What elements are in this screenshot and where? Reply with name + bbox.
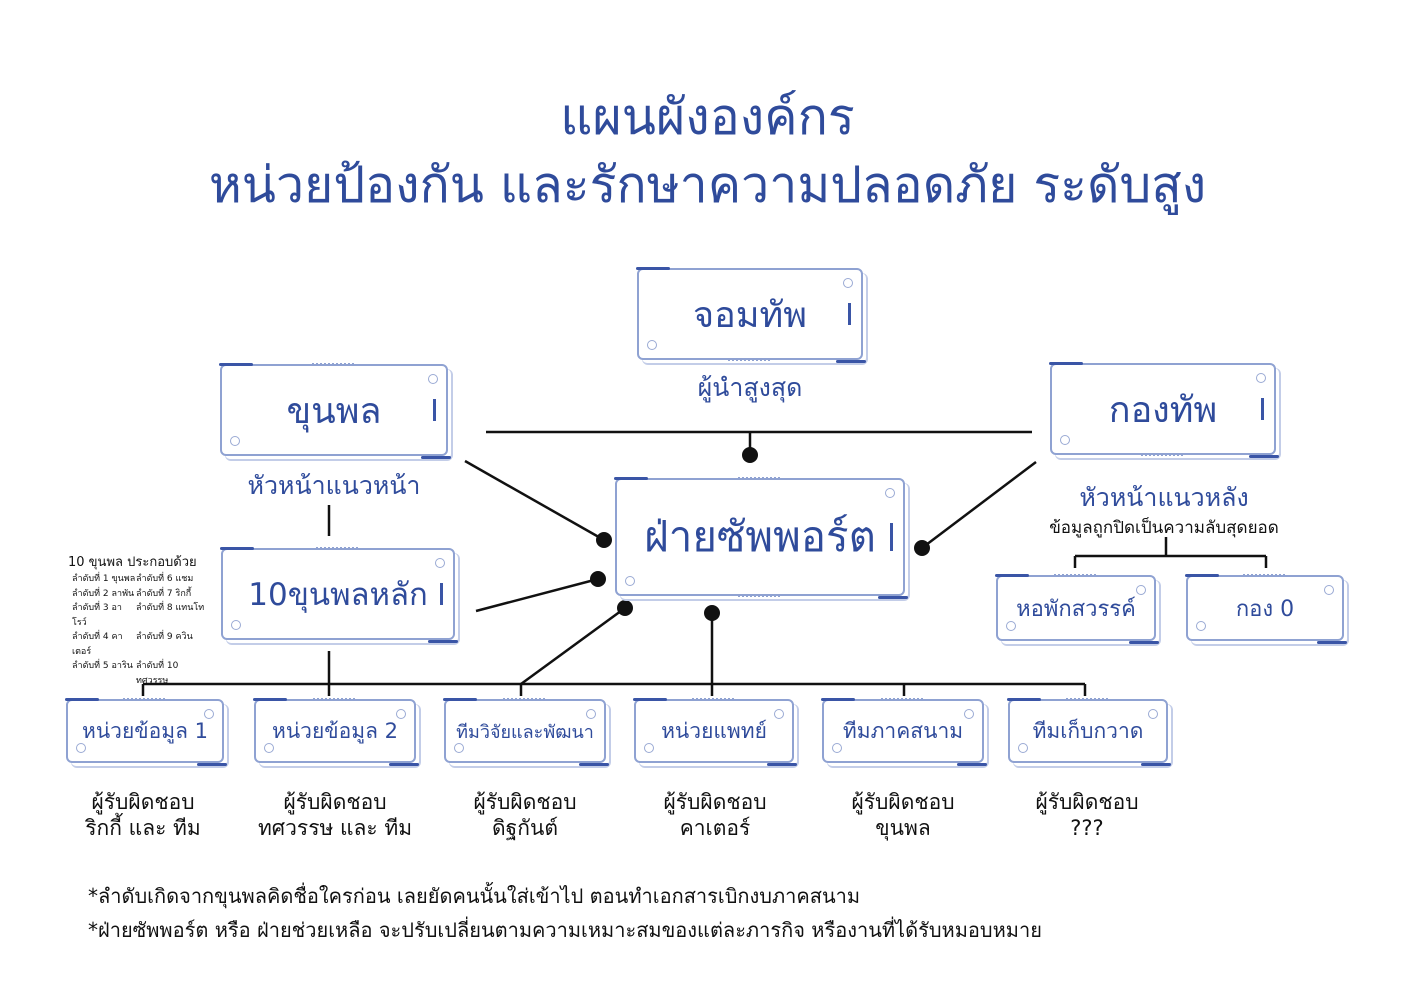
link-support-rnd — [520, 606, 626, 686]
member-entry: ลำดับที่ 10 ทศวรรษ — [136, 661, 179, 686]
unit-label: หน่วยแพทย์ — [661, 718, 767, 743]
unit-responsible: ผู้รับผิดชอบคาเตอร์ — [630, 789, 800, 841]
node-leader-label: จอมทัพ — [693, 294, 807, 336]
unit-responsible: ผู้รับผิดชอบขุนพล — [818, 789, 988, 841]
node-rearguard-role: หัวหน้าแนวหลัง — [1079, 483, 1249, 512]
unit-box: ทีมเก็บกวาด — [1007, 698, 1171, 766]
member-entry: ลำดับที่ 9 ควิน — [136, 632, 193, 642]
node-frontline-label: ขุนพล — [286, 390, 382, 432]
unit-responsible-name: ดิฐกันต์ — [492, 816, 558, 840]
member-entry: ลำดับที่ 4 คาเตอร์ — [72, 632, 123, 657]
member-entry: ลำดับที่ 7 ริกกี้ — [136, 588, 192, 599]
connector-dot — [914, 540, 930, 556]
unit-label: ทีมเก็บกวาด — [1032, 718, 1144, 743]
unit-box: ทีมภาคสนาม — [821, 698, 987, 766]
unit-responsible-name: ??? — [1070, 816, 1104, 840]
unit-box: หน่วยข้อมูล 1 — [65, 698, 227, 766]
member-entry: ลำดับที่ 1 ขุนพล — [72, 574, 136, 584]
node-ten-generals-label: 10ขุนพลหลัก — [248, 577, 428, 613]
link-generals-support — [475, 577, 599, 613]
unit-responsible-name: ริกกี้ และ ทีม — [85, 816, 201, 840]
unit-responsible: ผู้รับผิดชอบทศวรรษ และ ทีม — [250, 789, 420, 841]
link-rearguard-support — [921, 461, 1037, 549]
connector-dot — [590, 571, 606, 587]
footnote-2: *ฝ่ายซัพพอร์ต หรือ ฝ่ายช่วยเหลือ จะปรับเ… — [88, 918, 1042, 942]
unit-box: หน่วยข้อมูล 2 — [253, 698, 419, 766]
node-ten-generals: 10ขุนพลหลัก — [220, 547, 458, 643]
unit-responsible-heading: ผู้รับผิดชอบ — [663, 790, 767, 814]
connector-dot — [704, 605, 720, 621]
unit-box: หน่วยแพทย์ — [633, 698, 797, 766]
node-heaven-hall: หอพักสวรรค์ — [995, 574, 1159, 644]
members-list: ลำดับที่ 1 ขุนพลลำดับที่ 6 แชมลำดับที่ 2… — [72, 572, 212, 688]
connector-dot — [742, 447, 758, 463]
node-heaven-hall-label: หอพักสวรรค์ — [1016, 596, 1136, 622]
connector-dot — [617, 600, 633, 616]
node-leader-role: ผู้นำสูงสุด — [697, 373, 803, 402]
member-entry: ลำดับที่ 8 แทนโท — [136, 603, 205, 613]
unit-responsible-heading: ผู้รับผิดชอบ — [851, 790, 955, 814]
members-heading: 10 ขุนพล ประกอบด้วย — [68, 555, 197, 570]
node-rearguard-label: กองทัพ — [1108, 389, 1218, 431]
connector-dot — [596, 532, 612, 548]
footnote-1: *ลำดับเกิดจากขุนพลคิดชื่อใครก่อน เลยยัดค… — [88, 884, 861, 908]
unit-responsible: ผู้รับผิดชอบดิฐกันต์ — [440, 789, 610, 841]
unit-responsible: ผู้รับผิดชอบริกกี้ และ ทีม — [58, 789, 228, 841]
node-frontline-role: หัวหน้าแนวหน้า — [247, 471, 421, 500]
node-frontline: ขุนพล — [219, 363, 451, 459]
member-entry: ลำดับที่ 2 ลาพัน — [72, 588, 135, 599]
unit-label: ทีมวิจัยและพัฒนา — [456, 721, 594, 743]
unit-label: ทีมภาคสนาม — [842, 718, 964, 743]
unit-responsible-heading: ผู้รับผิดชอบ — [473, 790, 577, 814]
link-frontline-support — [464, 459, 605, 542]
node-support-label: ฝ่ายซัพพอร์ต — [644, 512, 876, 561]
unit-responsible-name: ขุนพล — [875, 816, 931, 840]
member-entry: ลำดับที่ 5 อาริน — [72, 661, 133, 671]
chart-title-line-2: หน่วยป้องกัน และรักษาความปลอดภัย ระดับสู… — [208, 156, 1207, 214]
unit-responsible-name: ทศวรรษ และ ทีม — [257, 816, 413, 840]
unit-label: หน่วยข้อมูล 1 — [81, 718, 208, 743]
unit-responsible-name: คาเตอร์ — [679, 816, 751, 840]
unit-responsible: ผู้รับผิดชอบ??? — [1002, 789, 1172, 841]
node-unit-zero: กอง 0 — [1185, 574, 1347, 644]
member-entry: ลำดับที่ 6 แชม — [136, 574, 194, 584]
node-leader: จอมทัพ — [636, 267, 866, 363]
unit-responsible-heading: ผู้รับผิดชอบ — [283, 790, 387, 814]
member-entry: ลำดับที่ 3 อาโรว์ — [72, 603, 122, 628]
unit-label: หน่วยข้อมูล 2 — [271, 718, 398, 743]
unit-box: ทีมวิจัยและพัฒนา — [443, 698, 609, 766]
node-unit-zero-label: กอง 0 — [1235, 596, 1295, 622]
unit-responsible-heading: ผู้รับผิดชอบ — [1035, 790, 1139, 814]
node-support: ฝ่ายซัพพอร์ต — [614, 477, 908, 599]
node-rearguard: กองทัพ — [1049, 362, 1279, 458]
node-rearguard-note: ข้อมูลถูกปิดเป็นความลับสุดยอด — [1049, 518, 1279, 538]
chart-title-line-1: แผนผังองค์กร — [560, 88, 855, 146]
unit-responsible-heading: ผู้รับผิดชอบ — [91, 790, 195, 814]
